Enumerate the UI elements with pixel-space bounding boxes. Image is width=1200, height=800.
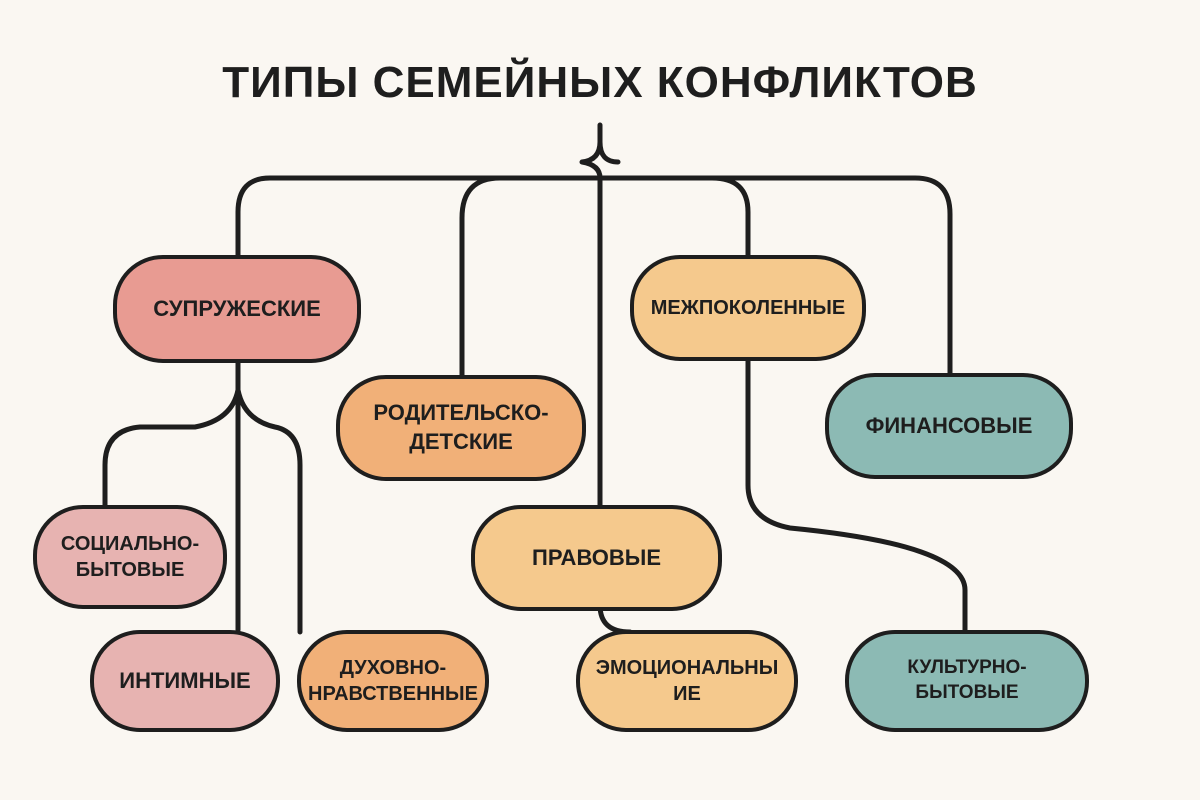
branch-to-spiritual-moral <box>235 387 303 635</box>
node-marital: СУПРУЖЕСКИЕ <box>113 255 361 363</box>
branch-to-financial <box>597 175 953 379</box>
node-spiritual-moral: ДУХОВНО- НРАВСТВЕННЫЕ <box>297 630 489 732</box>
root-trunk <box>579 122 603 508</box>
node-social-domestic: СОЦИАЛЬНО- БЫТОВЫЕ <box>33 505 227 609</box>
node-parent-child-label: РОДИТЕЛЬСКО- ДЕТСКИЕ <box>373 400 549 454</box>
node-intimate-label: ИНТИМНЫЕ <box>119 667 251 693</box>
node-legal-label: ПРАВОВЫЕ <box>532 544 661 570</box>
node-parent-child: РОДИТЕЛЬСКО- ДЕТСКИЕ <box>336 375 586 481</box>
branch-to-cultural-domestic <box>745 353 968 635</box>
branch-to-intergenerational <box>597 175 751 261</box>
node-intimate: ИНТИМНЫЕ <box>90 630 280 732</box>
node-intergenerational: МЕЖПОКОЛЕННЫЕ <box>630 255 866 361</box>
node-legal: ПРАВОВЫЕ <box>471 505 722 611</box>
node-cultural-domestic: КУЛЬТУРНО-БЫТОВЫЕ <box>845 630 1089 732</box>
node-financial-label: ФИНАНСОВЫЕ <box>865 412 1033 438</box>
branch-to-marital <box>235 175 603 261</box>
node-marital-label: СУПРУЖЕСКИЕ <box>153 295 321 321</box>
node-emotional-label: ЭМОЦИОНАЛЬНЫ ИЕ <box>595 657 779 705</box>
branch-to-social-domestic <box>102 387 241 508</box>
node-emotional: ЭМОЦИОНАЛЬНЫ ИЕ <box>576 630 798 732</box>
page-title: ТИПЫ СЕМЕЙНЫХ КОНФЛИКТОВ <box>222 58 978 107</box>
node-financial: ФИНАНСОВЫЕ <box>825 373 1073 479</box>
node-cultural-domestic-label: КУЛЬТУРНО-БЫТОВЫЕ <box>907 657 1027 703</box>
branch-to-parent-child <box>459 175 603 381</box>
node-spiritual-moral-label: ДУХОВНО- НРАВСТВЕННЫЕ <box>308 657 478 705</box>
root-trunk-right <box>597 139 621 165</box>
node-social-domestic-label: СОЦИАЛЬНО- БЫТОВЫЕ <box>60 533 200 581</box>
node-intergenerational-label: МЕЖПОКОЛЕННЫЕ <box>650 297 846 319</box>
